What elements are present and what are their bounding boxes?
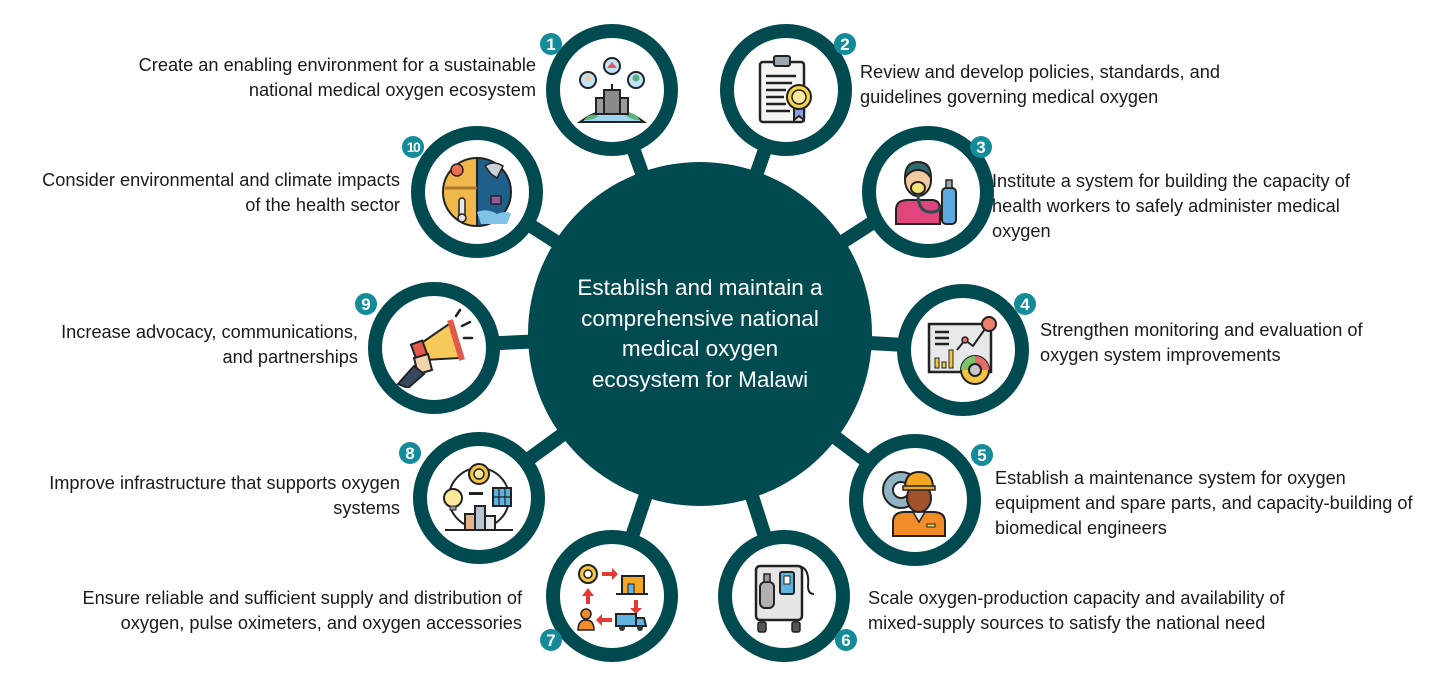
step-label-4: Strengthen monitoring and evaluation of … — [1040, 320, 1363, 365]
step-label-8: Improve infrastructure that supports oxy… — [49, 473, 400, 518]
clipboard-certificate-icon — [758, 55, 812, 124]
step-badge-10: 10 — [402, 136, 424, 158]
central-goal-circle: Establish and maintain a comprehensive n… — [528, 162, 872, 506]
climate-globe-icon — [442, 156, 512, 228]
step-label-3: Institute a system for building the capa… — [992, 171, 1350, 241]
step-badge-3: 3 — [970, 136, 992, 158]
step-badge-4: 4 — [1014, 293, 1036, 315]
step-badge-8: 8 — [399, 442, 421, 464]
node-3-circle — [862, 126, 994, 258]
node-9-circle — [368, 282, 500, 414]
node-6-circle — [718, 530, 850, 662]
node-7-circle — [546, 530, 678, 662]
node-2-circle — [720, 24, 852, 156]
step-badge-5: 5 — [971, 444, 993, 466]
step-label-1: Create an enabling environment for a sus… — [138, 55, 536, 100]
step-label-7: Ensure reliable and sufficient supply an… — [82, 588, 522, 633]
oxygen-concentrator-icon — [754, 564, 815, 633]
step-label-10: Consider environmental and climate impac… — [42, 170, 400, 215]
step-badge-2: 2 — [834, 33, 856, 55]
node-4-circle — [897, 284, 1029, 416]
patient-oxygen-mask-icon — [895, 160, 957, 225]
step-label-2: Review and develop policies, standards, … — [860, 62, 1220, 107]
node-8-circle — [413, 432, 545, 564]
step-label-5: Establish a maintenance system for oxyge… — [995, 468, 1413, 538]
megaphone-icon — [396, 308, 474, 388]
node-1-circle — [546, 24, 678, 156]
step-label-9: Increase advocacy, communications, and p… — [61, 322, 358, 367]
energy-infrastructure-icon — [443, 463, 513, 531]
step-badge-1: 1 — [540, 33, 562, 55]
step-badge-7: 7 — [540, 629, 562, 651]
step-badge-6: 6 — [835, 629, 857, 651]
engineer-gear-icon — [882, 470, 946, 537]
step-label-6: Scale oxygen-production capacity and ava… — [868, 588, 1285, 633]
city-globe-icon — [576, 57, 648, 123]
central-goal-text: Establish and maintain a comprehensive n… — [577, 275, 823, 392]
node-5-circle — [849, 434, 981, 566]
node-10-circle — [411, 126, 543, 258]
dashboard-analytics-icon — [927, 316, 997, 385]
step-badge-9: 9 — [355, 293, 377, 315]
supply-chain-icon — [577, 564, 648, 631]
